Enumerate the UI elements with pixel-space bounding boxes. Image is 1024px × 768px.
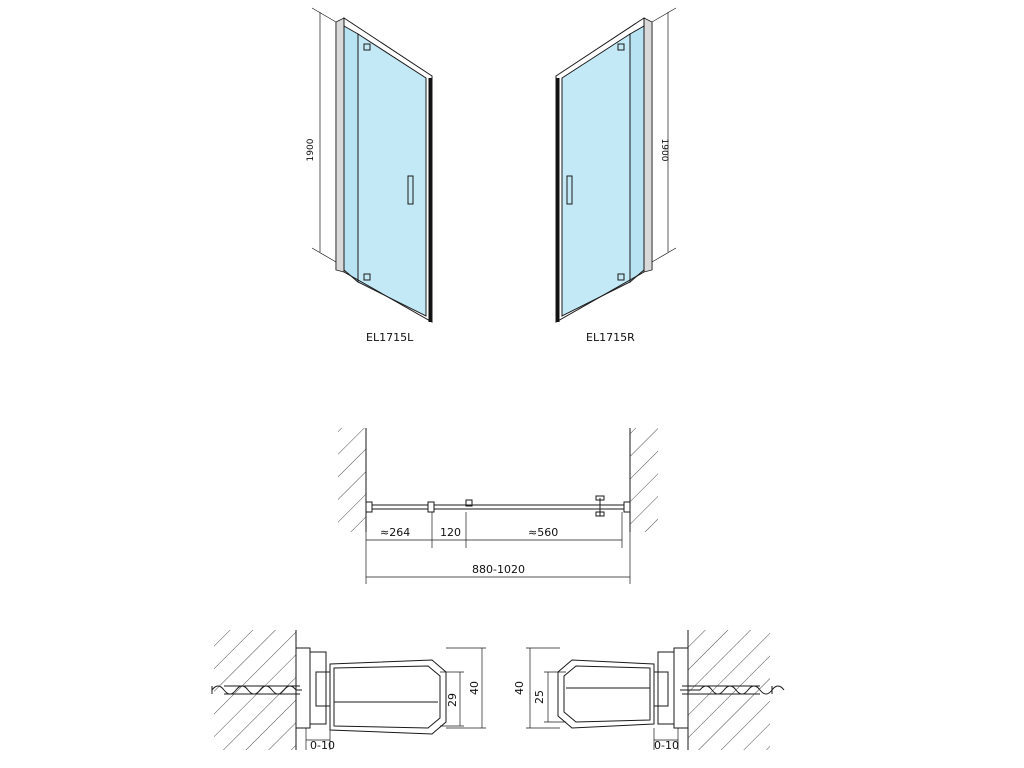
left-height-label: 1900 (306, 138, 316, 161)
plan-dim-fixed: ≈264 (380, 526, 410, 539)
wall-anchor-left (211, 685, 302, 695)
right-height-label: 1900 (659, 139, 669, 162)
elevation-left: 1900 EL1715L (306, 7, 433, 344)
plan-dim-total: 880-1020 (472, 563, 525, 576)
wall-anchor-right (680, 685, 785, 695)
right-dim-40: 40 (513, 681, 526, 695)
left-model-label: EL1715L (366, 331, 414, 344)
left-dim-40: 40 (468, 681, 481, 695)
left-dim-29: 29 (446, 693, 459, 707)
section-left: 29 40 0-10 (211, 630, 486, 752)
right-model-label: EL1715R (586, 331, 635, 344)
left-dim-adjust: 0-10 (310, 739, 335, 752)
plan-view: ≈264 120 ≈560 880-1020 (338, 428, 658, 584)
right-dim-25: 25 (533, 690, 546, 704)
plan-dim-door: ≈560 (528, 526, 558, 539)
plan-dim-gap: 120 (440, 526, 461, 539)
elevation-right: 1900 EL1715R (555, 7, 677, 344)
right-dim-adjust: 0-10 (654, 739, 679, 752)
section-right: 40 25 0-10 (513, 630, 785, 752)
